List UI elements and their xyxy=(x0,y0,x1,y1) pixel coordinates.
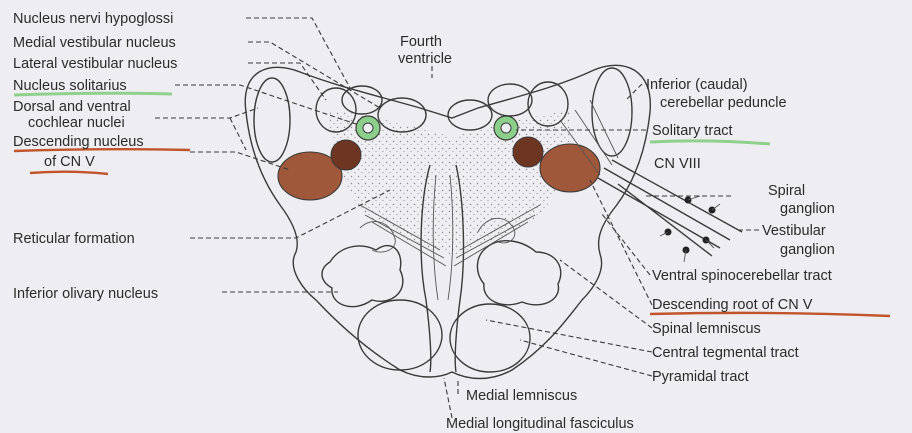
label-inferior-olivary-nucleus: Inferior olivary nucleus xyxy=(13,286,158,302)
label-inferior-peduncle-line1: Inferior (caudal) xyxy=(646,77,748,93)
label-fourth-line1: Fourth xyxy=(400,34,442,50)
highlight-solitary-tract xyxy=(650,141,770,144)
cochlear-nuclei-left xyxy=(254,78,290,162)
label-lateral-vestibular-nucleus: Lateral vestibular nucleus xyxy=(13,56,177,72)
label-cn-viii: CN VIII xyxy=(654,156,701,172)
solitary-tract-left xyxy=(363,123,373,133)
descending-nucleus-cnv-right xyxy=(540,144,600,192)
hypoglossal-nucleus-right xyxy=(448,100,492,130)
label-nucleus-solitarius: Nucleus solitarius xyxy=(13,78,127,94)
hypoglossal-nucleus-left xyxy=(342,86,382,114)
label-central-tegmental-tract: Central tegmental tract xyxy=(652,345,799,361)
label-descending-root-cnv: Descending root of CN V xyxy=(652,297,813,313)
label-medial-vestibular-nucleus: Medial vestibular nucleus xyxy=(13,35,176,51)
olive-left xyxy=(322,246,403,307)
label-spinal-lemniscus: Spinal lemniscus xyxy=(652,321,761,337)
pyramid-right xyxy=(450,304,530,372)
label-medial-lemniscus: Medial lemniscus xyxy=(466,388,577,404)
label-fourth-line2: ventricle xyxy=(398,51,452,67)
label-solitary-tract: Solitary tract xyxy=(652,123,733,139)
label-nucleus-nervi-hypoglossi: Nucleus nervi hypoglossi xyxy=(13,11,173,27)
label-descending-nucleus-line2: of CN V xyxy=(44,154,95,170)
label-vestibular-ganglion-line2: ganglion xyxy=(780,242,835,258)
highlight-of-cnv xyxy=(30,172,108,174)
descending-root-cnv-left xyxy=(331,140,361,170)
label-reticular-formation: Reticular formation xyxy=(13,231,135,247)
label-cochlear-nuclei-line2: cochlear nuclei xyxy=(28,115,125,131)
olive-right xyxy=(477,241,560,305)
label-inferior-peduncle-line2: cerebellar peduncle xyxy=(660,95,787,111)
label-spiral-ganglion-line1: Spiral xyxy=(768,183,805,199)
label-cochlear-nuclei-line1: Dorsal and ventral xyxy=(13,99,131,115)
solitary-tract-right xyxy=(501,123,511,133)
cn-viii-nerve xyxy=(598,160,742,256)
inferior-cerebellar-peduncle-right xyxy=(592,68,632,156)
label-spiral-ganglion-line2: ganglion xyxy=(780,201,835,217)
label-ventral-spinocerebellar-tract: Ventral spinocerebellar tract xyxy=(652,268,832,284)
label-medial-longitudinal-fasciculus: Medial longitudinal fasciculus xyxy=(446,416,634,432)
descending-root-cnv-right xyxy=(513,137,543,167)
medial-vestibular-right xyxy=(488,84,532,116)
label-pyramidal-tract: Pyramidal tract xyxy=(652,369,749,385)
label-descending-nucleus-line1: Descending nucleus xyxy=(13,134,144,150)
highlight-descending-root xyxy=(650,313,890,316)
label-vestibular-ganglion-line1: Vestibular xyxy=(762,223,826,239)
